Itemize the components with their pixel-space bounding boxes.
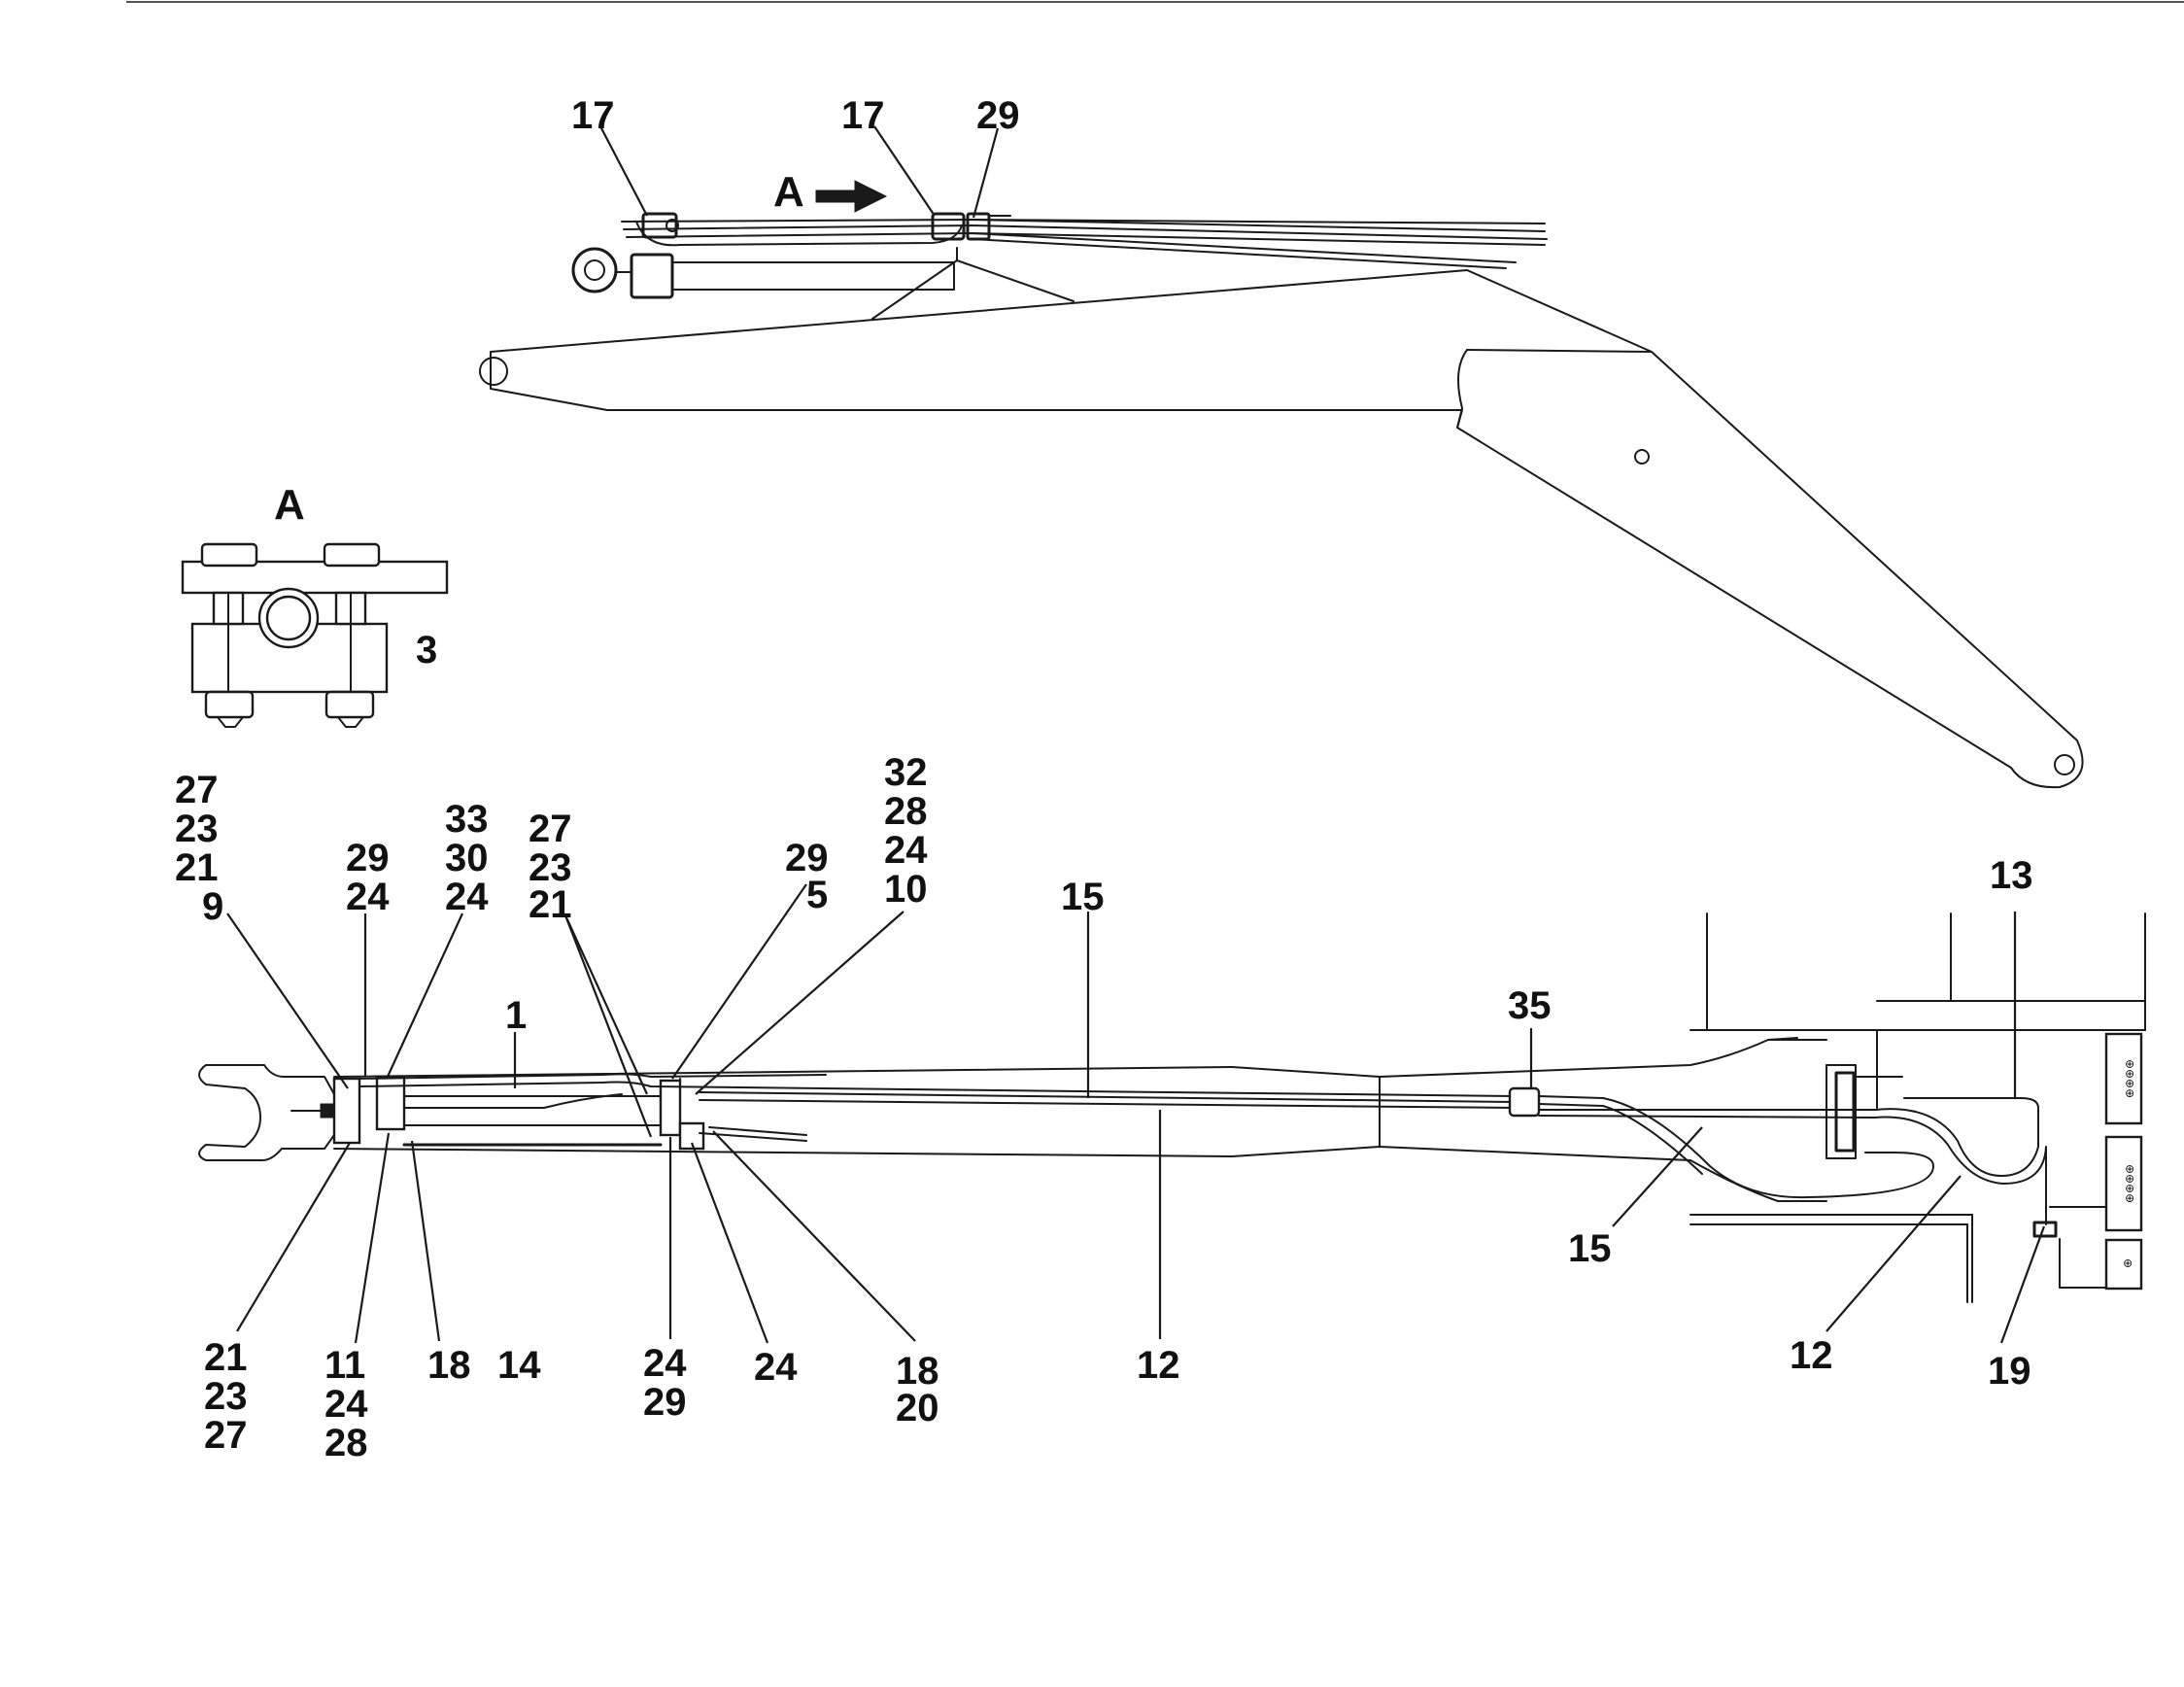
callout-24-b: 24: [445, 876, 489, 918]
callout-17-left: 17: [571, 94, 615, 137]
callout-21-c: 21: [204, 1336, 248, 1379]
view-arrow-a: A: [773, 168, 888, 216]
callout-29-c: 29: [643, 1381, 687, 1424]
callout-24-c: 24: [884, 829, 928, 872]
callout-23-a: 23: [175, 808, 219, 850]
callout-33: 33: [445, 798, 489, 841]
callout-24-d: 24: [324, 1383, 368, 1426]
callout-labels: 27 23 21 9 29 24 33 30 24 27 23 21 29 5 …: [175, 751, 2033, 1464]
callout-27-c: 27: [204, 1414, 248, 1457]
callout-23-b: 23: [529, 846, 572, 889]
svg-text:⊕⊕⊕⊕: ⊕⊕⊕⊕: [2123, 1164, 2136, 1203]
left-pivot-hole: [479, 357, 508, 386]
callout-15-b: 15: [1568, 1227, 1612, 1270]
callout-32: 32: [884, 751, 928, 794]
boom-plan-view: ⊕⊕⊕⊕ ⊕⊕⊕⊕ ⊕: [198, 912, 2146, 1303]
cylinder-eye: [571, 247, 618, 293]
callout-12-a: 12: [1137, 1344, 1180, 1387]
callout-1: 1: [505, 994, 527, 1037]
callout-17-right: 17: [841, 94, 885, 137]
callout-10: 10: [884, 868, 928, 911]
detail-view-a: A 3: [181, 481, 449, 728]
leader-17-left: [599, 125, 648, 217]
callout-24-a: 24: [346, 876, 390, 918]
callout-30: 30: [445, 837, 489, 879]
callout-23-c: 23: [204, 1375, 248, 1418]
callout-18-a: 18: [427, 1344, 471, 1387]
callout-11: 11: [324, 1344, 365, 1387]
callout-19: 19: [1988, 1350, 2031, 1393]
callout-29-a: 29: [346, 837, 390, 879]
callout-27-a: 27: [175, 769, 219, 811]
callout-29-b: 29: [785, 837, 829, 879]
leader-29-top: [972, 127, 1000, 219]
callout-28-b: 28: [324, 1422, 368, 1464]
valve-bank-lower: [2104, 1238, 2143, 1291]
cylinder-end-left: [332, 1077, 361, 1145]
callout-21-a: 21: [175, 846, 219, 889]
callout-5: 5: [806, 874, 828, 916]
clamp-35: [1508, 1086, 1541, 1118]
callout-14: 14: [497, 1344, 541, 1387]
boom-side-view: [479, 212, 2084, 789]
callout-15-a: 15: [1061, 876, 1105, 918]
callout-29-top: 29: [976, 94, 1020, 137]
right-pivot-hole: [2054, 754, 2075, 775]
svg-text:⊕: ⊕: [2121, 1258, 2134, 1268]
callout-3: 3: [416, 629, 437, 671]
svg-text:⊕⊕⊕⊕: ⊕⊕⊕⊕: [2123, 1059, 2136, 1098]
detail-view-title: A: [274, 481, 305, 529]
callout-20: 20: [896, 1387, 939, 1429]
callout-24-f: 24: [754, 1346, 798, 1389]
callout-27-b: 27: [529, 808, 572, 850]
valve-bank-middle: [2104, 1135, 2143, 1232]
clamp-29: [966, 212, 991, 241]
callout-18-b: 18: [896, 1350, 939, 1393]
valve-bank-upper: [2104, 1032, 2143, 1125]
callout-24-e: 24: [643, 1342, 687, 1385]
leader-17-right: [873, 125, 936, 217]
callout-13: 13: [1990, 854, 2033, 897]
clamp-17-left: [641, 212, 678, 239]
leader-lines: [226, 883, 2046, 1344]
callout-28-a: 28: [884, 790, 928, 833]
callout-12-b: 12: [1790, 1334, 1833, 1377]
view-arrow-letter: A: [773, 168, 804, 216]
callout-9: 9: [202, 885, 223, 928]
clamp-17-right: [931, 212, 966, 241]
callout-35: 35: [1508, 984, 1552, 1027]
callout-21-b: 21: [529, 883, 572, 926]
